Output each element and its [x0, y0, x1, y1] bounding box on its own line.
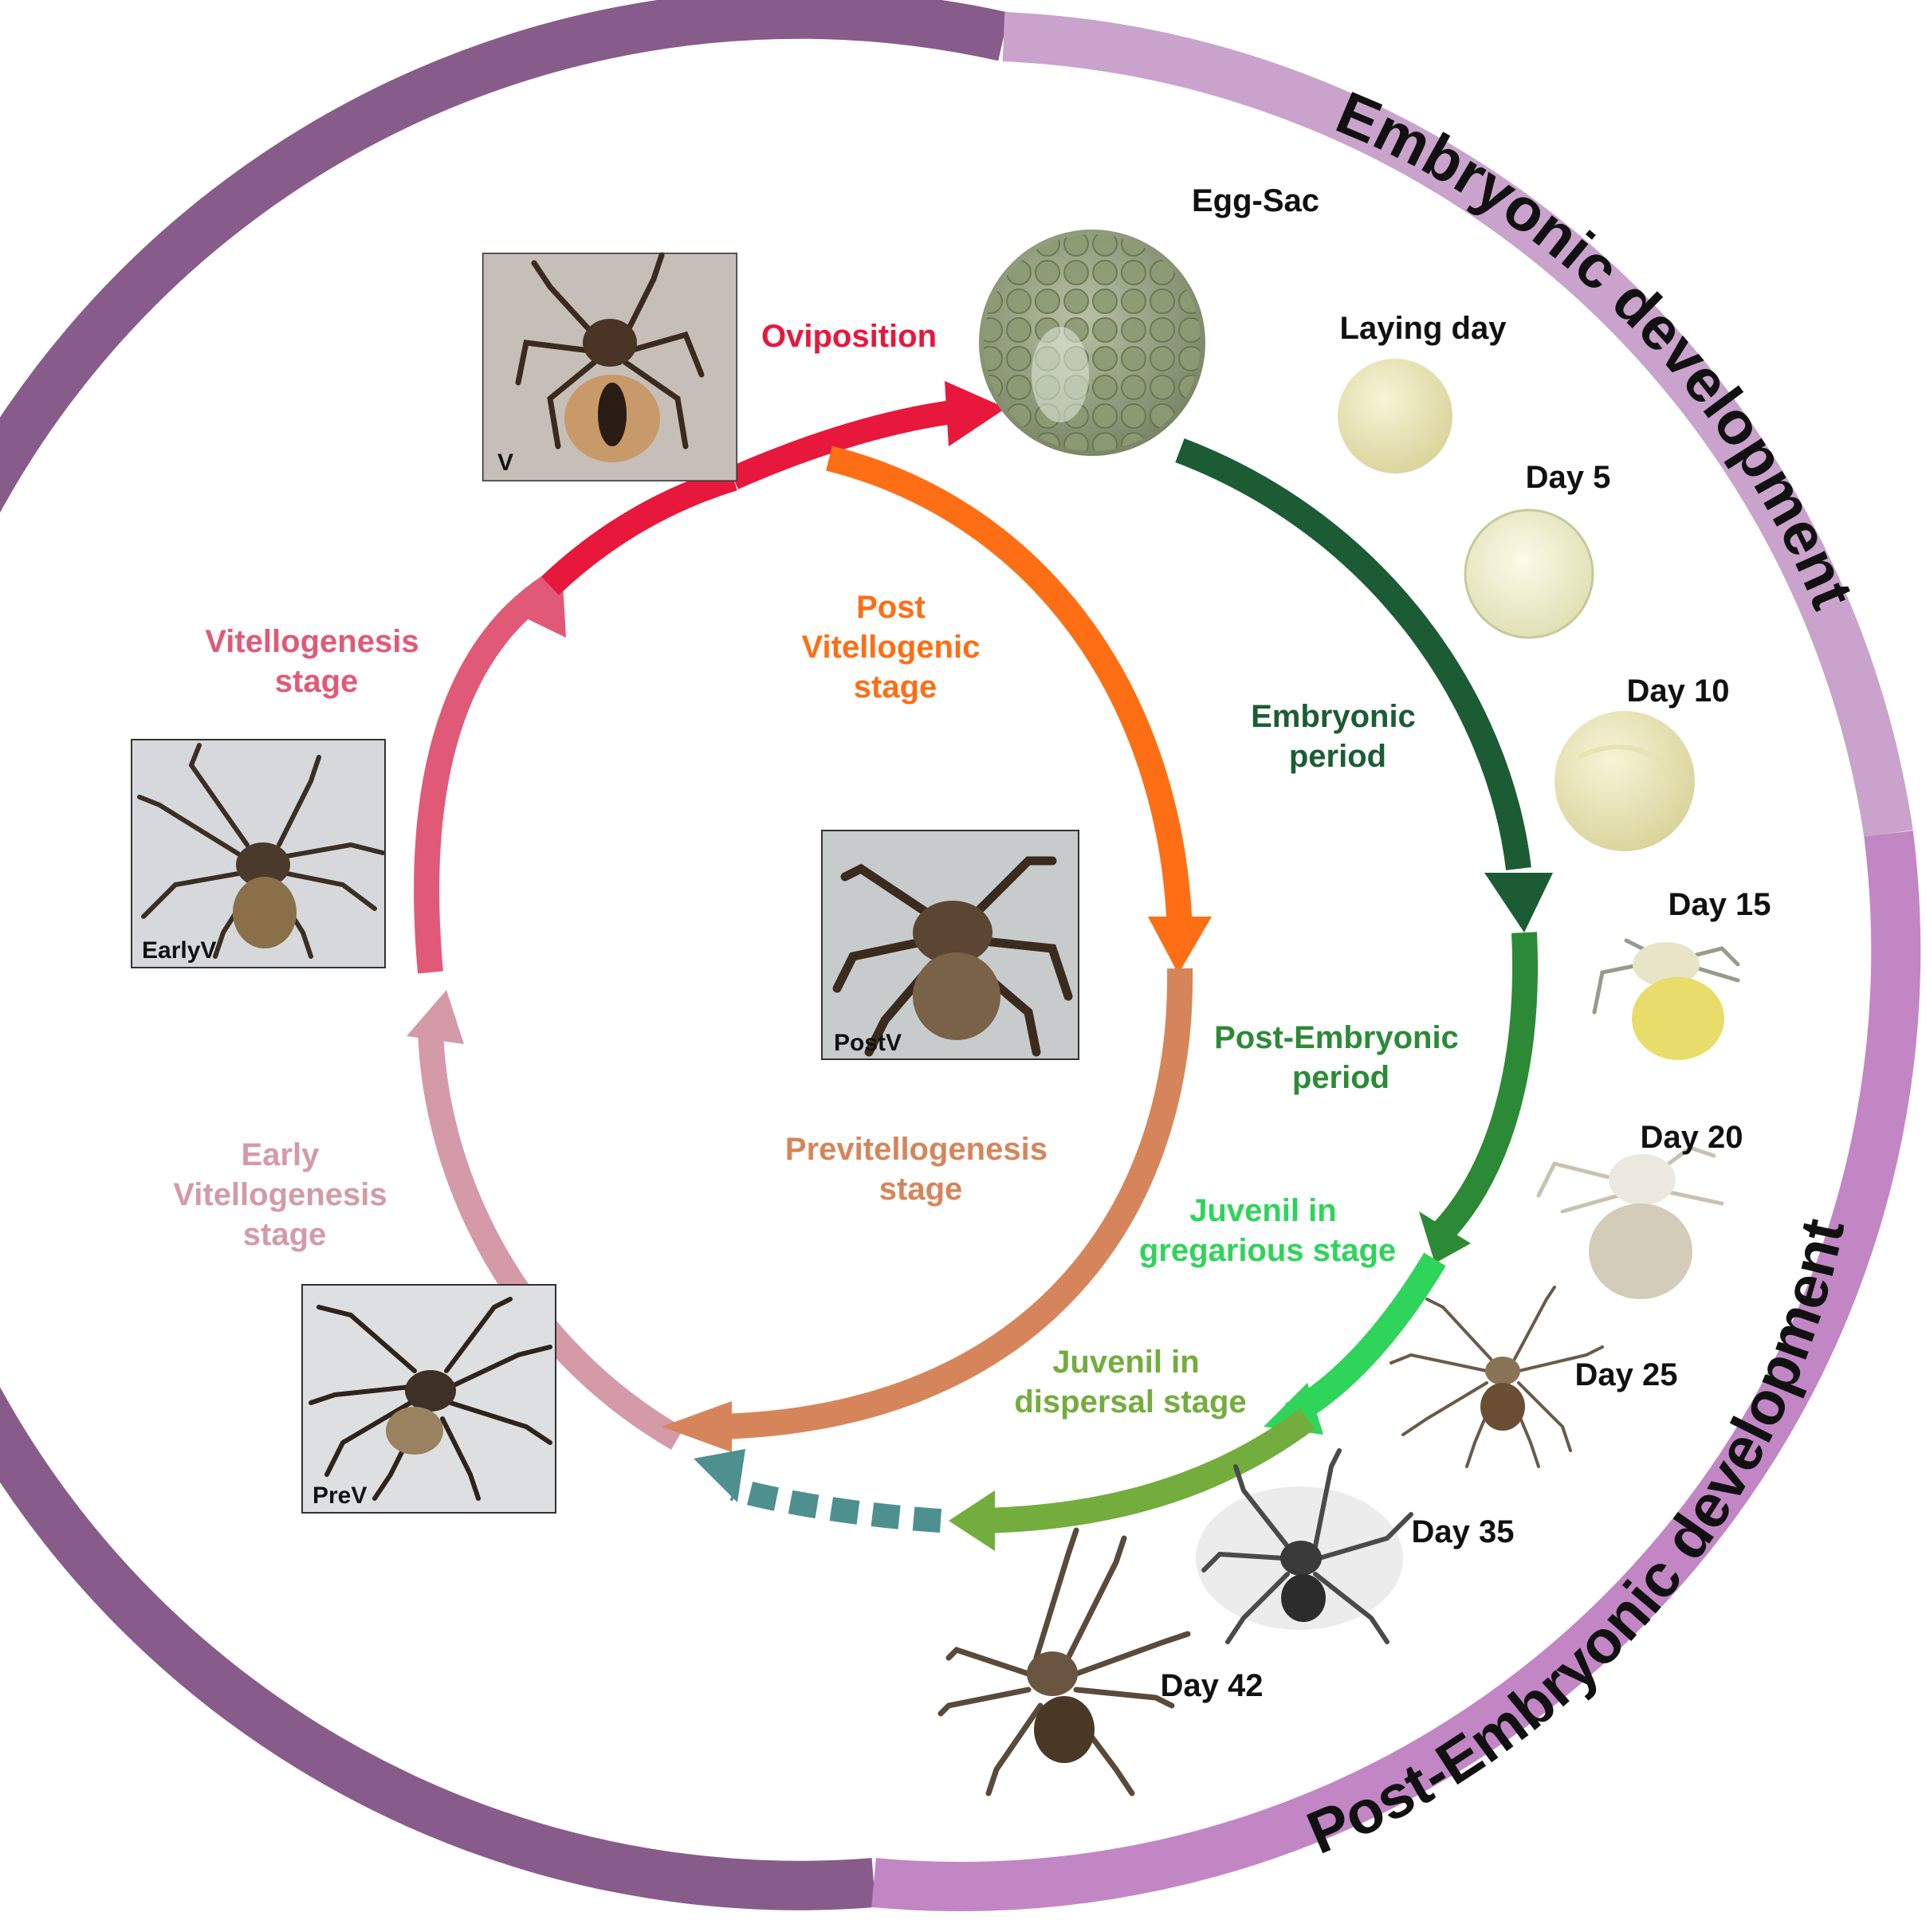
development-path: [694, 438, 1553, 1551]
photo-tag-v: V: [497, 450, 513, 476]
egg-day-10: Day 10: [1555, 673, 1729, 851]
day-label-day-42: Day 42: [1161, 1668, 1264, 1703]
previtellogenesis-arrowhead: [662, 1401, 732, 1452]
egg-day-5: Day 5: [1464, 460, 1611, 639]
juvenil-dispersal-label: Juvenil in dispersal stage: [1014, 1345, 1246, 1420]
vitellogenesis-arrow-top: [540, 465, 737, 595]
photo-tag-post-v: PostV: [834, 1030, 902, 1056]
post-vitellogenic-arrow: [826, 446, 1193, 933]
juvenile-day-35: Day 35: [1196, 1448, 1515, 1644]
embryonic-development-band: [1002, 12, 1913, 838]
oviposition-label: Oviposition: [761, 319, 937, 354]
embryo-day-20: Day 20: [1536, 1120, 1743, 1299]
vitellogenesis-stage-label: Vitellogenesis stage: [205, 624, 427, 699]
photo-early-v: EarlyV: [131, 739, 386, 968]
oviposition-arrow: [728, 399, 966, 489]
post-vitellogenic-stage-label: Post Vitellogenic stage: [802, 590, 989, 705]
egg-sac: Egg-Sac: [979, 183, 1319, 456]
day-label-day-35: Day 35: [1412, 1514, 1515, 1549]
egg-sac-label: Egg-Sac: [1192, 183, 1319, 218]
day-label-day-25: Day 25: [1575, 1357, 1678, 1392]
development-timeline: Laying day Day 5 Day 10 Day 15: [937, 311, 1771, 1797]
egg-laying-day: Laying day: [1338, 311, 1507, 473]
juvenil-gregarious-arrow: [1284, 1252, 1446, 1426]
previtellogenesis-stage-label: Previtellogenesis stage: [785, 1132, 1056, 1207]
post-embryonic-development-band: [871, 831, 1921, 1911]
dashed-return-arrowhead: [694, 1449, 745, 1502]
juvenil-dispersal-arrow: [980, 1408, 1315, 1533]
post-embryonic-arrowhead: [1419, 1211, 1471, 1263]
day-label-day-5: Day 5: [1526, 460, 1611, 495]
day-label-laying-day: Laying day: [1340, 311, 1507, 346]
photo-tag-early-v: EarlyV: [142, 937, 216, 964]
post-embryonic-arrow: [1433, 932, 1538, 1240]
post-embryonic-period-label: Post-Embryonic period: [1214, 1020, 1468, 1095]
embryonic-arrow: [1175, 438, 1531, 870]
day-label-day-20: Day 20: [1641, 1120, 1743, 1155]
embryo-day-15: Day 15: [1592, 887, 1771, 1060]
spider-early-v-icon: [137, 743, 385, 959]
photo-v: V: [482, 252, 737, 481]
spider-gravid-icon: [515, 252, 705, 450]
embryonic-arrowhead: [1484, 873, 1553, 933]
previtellogenesis-arrow: [717, 968, 1193, 1439]
juvenil-dispersal-arrowhead: [949, 1490, 995, 1551]
embryonic-period-label: Embryonic period: [1251, 699, 1425, 774]
vitellogenesis-band: [0, 0, 1009, 1910]
juvenil-gregarious-label: Juvenil in gregarious stage: [1139, 1193, 1396, 1268]
photo-tag-pre-v: PreV: [312, 1482, 367, 1509]
juvenile-day-42: Day 42: [937, 1527, 1264, 1797]
early-vitellogenesis-arrowhead: [407, 990, 464, 1044]
juvenile-day-25: Day 25: [1389, 1286, 1678, 1468]
dashed-return-arrow: [729, 1477, 941, 1533]
stage-labels: Oviposition Vitellogenesis stage Post Vi…: [173, 319, 1468, 1420]
day-label-day-15: Day 15: [1669, 887, 1771, 922]
early-vitellogenesis-stage-label: Early Vitellogenesis stage: [173, 1137, 395, 1252]
early-vitellogenesis-arrow: [418, 1027, 684, 1450]
embryonic-development-ring-label: Embryonic development: [1327, 79, 1867, 618]
photo-pre-v: PreV: [301, 1284, 556, 1514]
post-vitellogenic-arrowhead: [1148, 917, 1212, 974]
vitellogenesis-arrow: [414, 575, 557, 974]
oviposition-arrowhead: [945, 381, 1006, 446]
spider-pre-v-icon: [309, 1297, 552, 1501]
photo-post-v: PostV: [821, 830, 1079, 1060]
day-label-day-10: Day 10: [1627, 673, 1730, 709]
ovarian-cycle: [407, 381, 1212, 1452]
